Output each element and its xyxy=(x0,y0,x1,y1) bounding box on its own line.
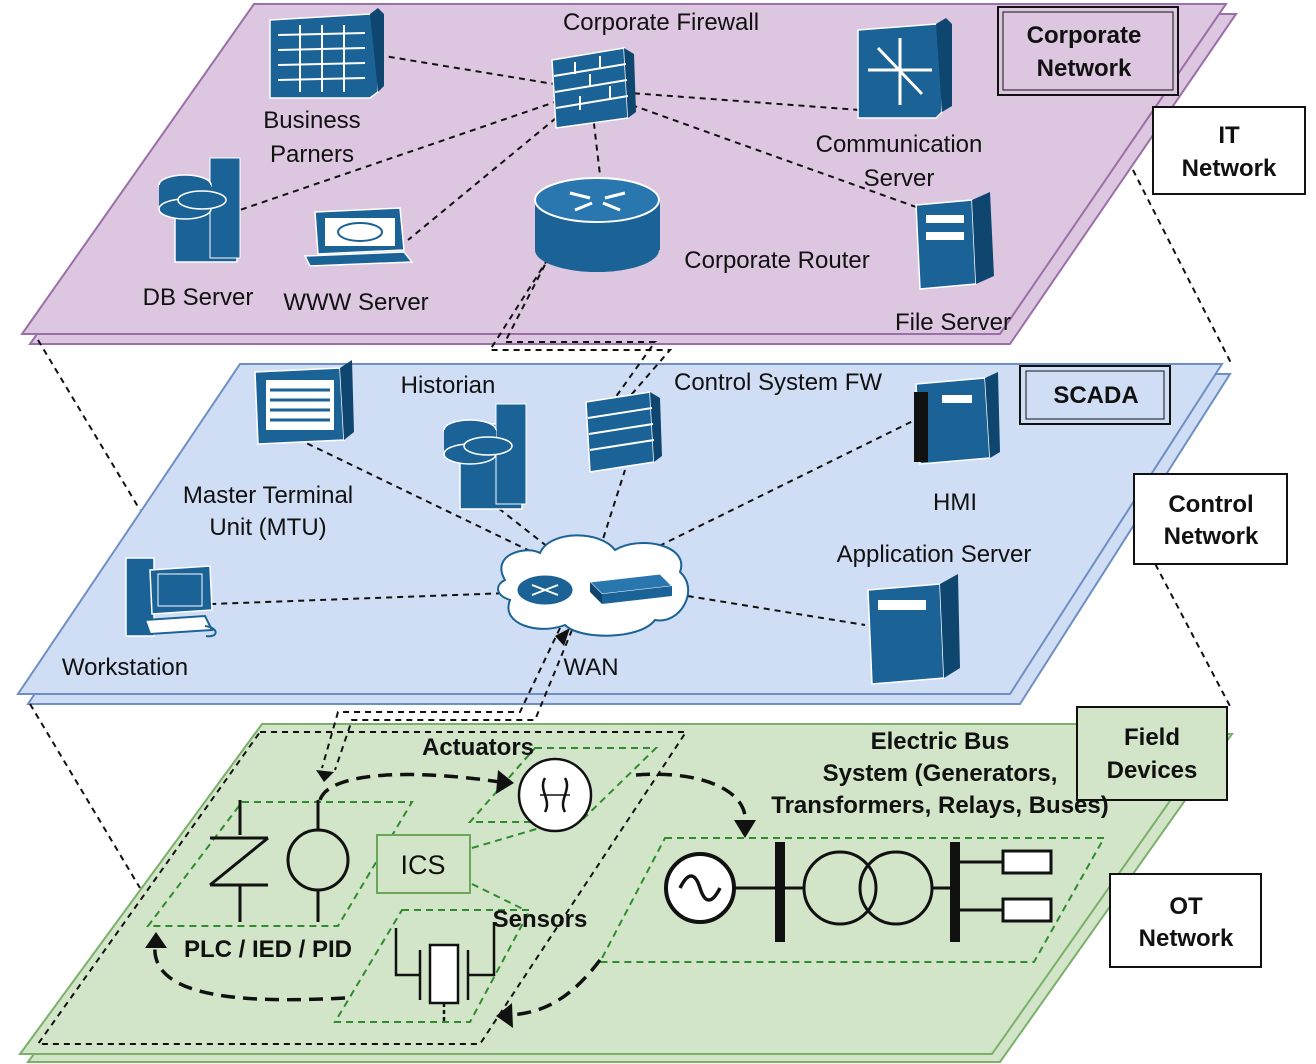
historian-database-icon xyxy=(443,403,527,510)
sensors-label: Sensors xyxy=(493,906,588,933)
corporate-router-label: Corporate Router xyxy=(684,247,869,274)
www-server-label: WWW Server xyxy=(283,289,428,316)
file-server-label: File Server xyxy=(895,309,1011,336)
wan-cloud-icon xyxy=(497,534,690,637)
ics-box xyxy=(376,834,471,894)
db-server-label: DB Server xyxy=(143,284,254,311)
scada-badge-text: SCADA xyxy=(1053,382,1138,409)
hmi-label: HMI xyxy=(933,489,977,516)
generator-icon xyxy=(664,852,778,924)
workstation-label: Workstation xyxy=(62,654,188,681)
mtu-server-icon xyxy=(254,360,354,445)
hmi-icon xyxy=(914,372,1000,465)
workstation-icon xyxy=(125,557,217,638)
scada-badge xyxy=(1019,365,1171,425)
ics-label: ICS xyxy=(400,850,445,880)
historian-label: Historian xyxy=(401,372,496,399)
field-devices-badge xyxy=(1076,706,1228,801)
control-loop xyxy=(145,770,756,1028)
ot-plane xyxy=(18,723,1234,1063)
www-server-icon xyxy=(303,207,414,267)
ot-network-badge xyxy=(1109,873,1262,968)
plc-label: PLC / IED / PID xyxy=(184,936,352,963)
wan-label: WAN xyxy=(563,654,618,681)
database-icon xyxy=(158,157,241,263)
transformer-icon xyxy=(802,850,934,926)
router-icon xyxy=(534,177,660,272)
corporate-network-badge xyxy=(997,6,1179,96)
business-partners-icon xyxy=(269,8,384,99)
plc-symbol xyxy=(209,800,350,922)
application-server-icon xyxy=(867,574,960,685)
actuators-label: Actuators xyxy=(422,734,534,761)
file-server-icon xyxy=(915,192,994,290)
layer-connectors xyxy=(29,169,1233,889)
control-network-badge xyxy=(1133,473,1288,565)
sensor-symbol xyxy=(394,922,496,1022)
communication-server-icon xyxy=(857,18,952,119)
bus-bars xyxy=(775,842,1053,942)
corporate-firewall-label: Corporate Firewall xyxy=(563,9,759,36)
it-network-badge xyxy=(1152,106,1306,195)
firewall-icon xyxy=(551,47,636,129)
control-system-fw-label: Control System FW xyxy=(674,369,882,396)
actuator-symbol xyxy=(517,757,593,833)
application-server-label: Application Server xyxy=(837,541,1032,568)
control-firewall-icon xyxy=(585,391,662,473)
